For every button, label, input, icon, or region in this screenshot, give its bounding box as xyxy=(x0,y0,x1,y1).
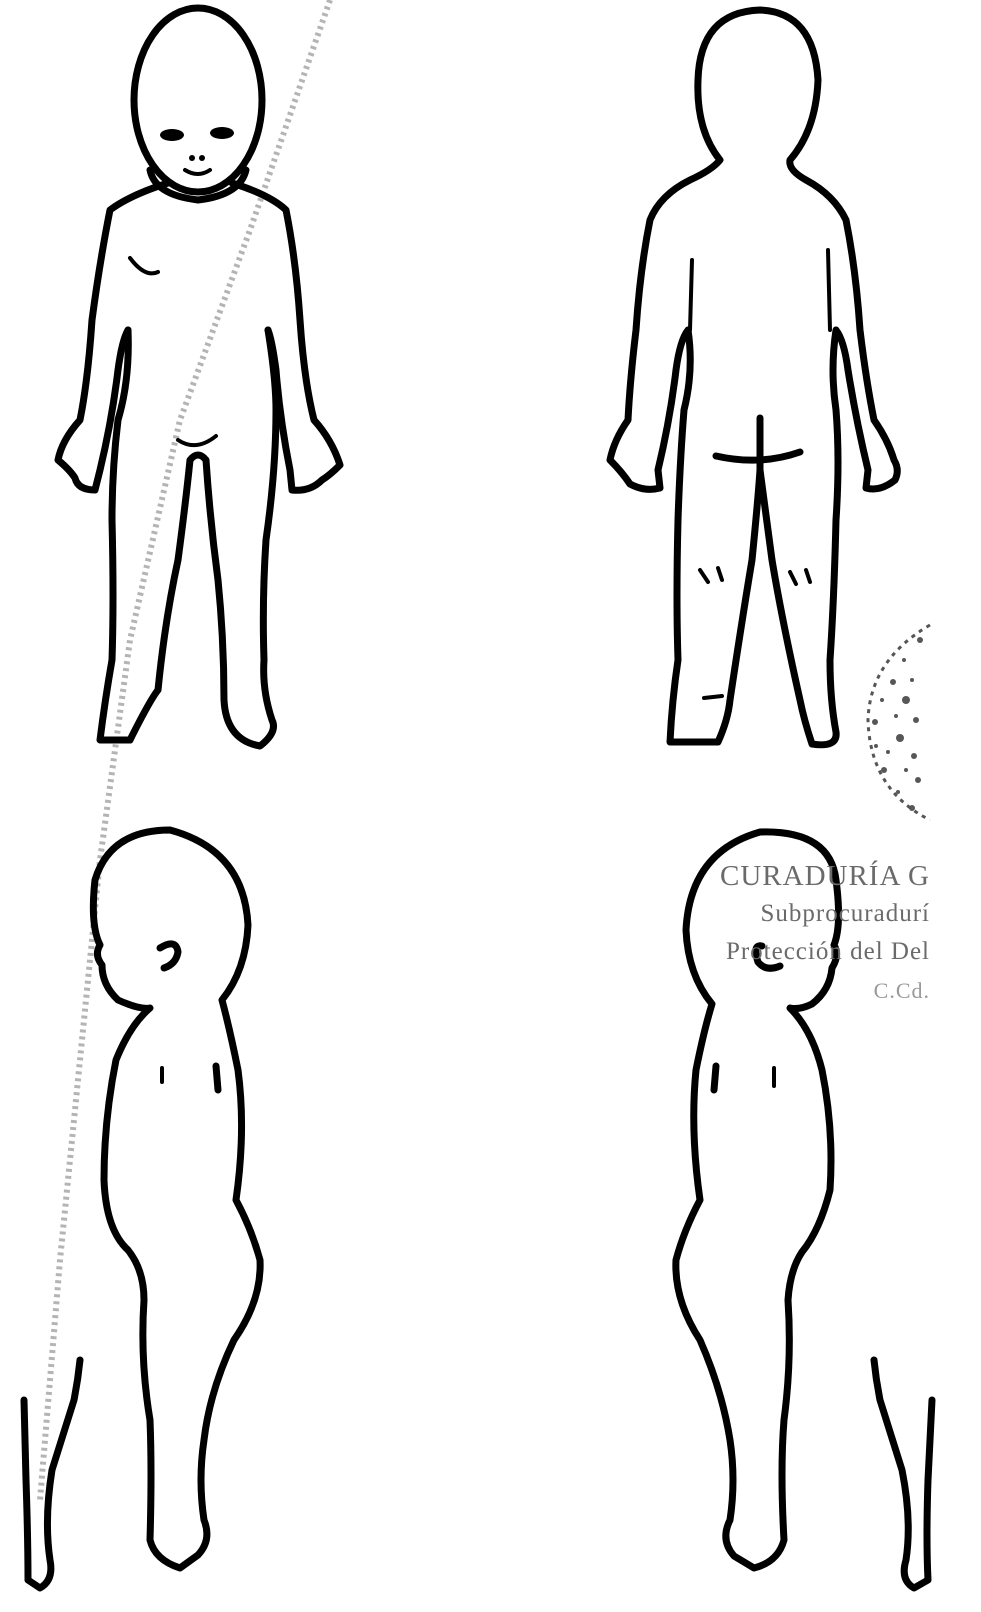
body-diagram-sheet: PROCURADURÍA G Subprocuradurí Protección… xyxy=(0,0,981,1612)
official-seal xyxy=(0,0,981,1612)
